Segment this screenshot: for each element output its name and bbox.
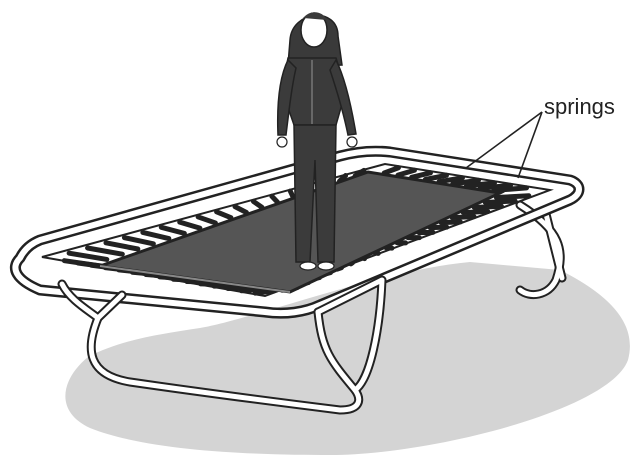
spring [255, 291, 274, 293]
spring [463, 211, 488, 212]
spring [441, 222, 460, 223]
spring [474, 206, 501, 207]
spring [485, 201, 515, 203]
springs-label: springs [544, 96, 615, 118]
spring [452, 217, 474, 218]
spring [496, 196, 528, 198]
spring [290, 191, 293, 197]
